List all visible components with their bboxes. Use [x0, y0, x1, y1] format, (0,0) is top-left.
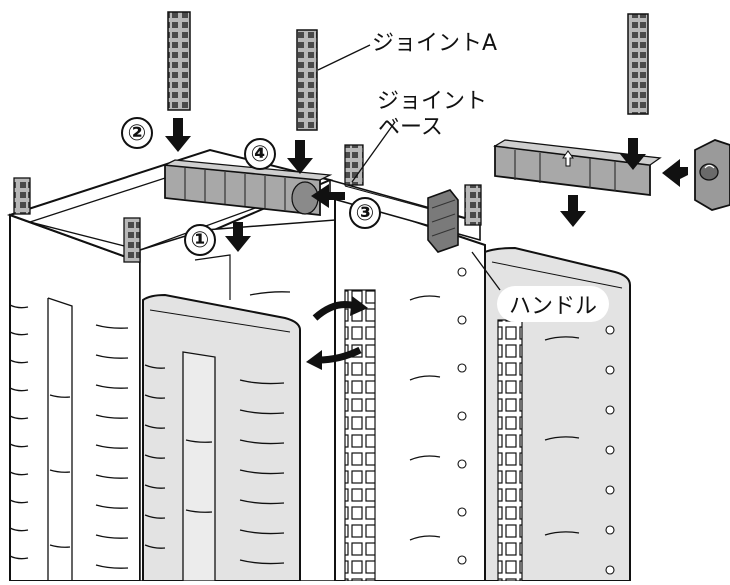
joint-a-top-center [296, 29, 318, 131]
step-marker-2: ② [121, 117, 153, 149]
joint-base-left [162, 159, 333, 217]
handle-on-corner [427, 189, 459, 253]
insertion-arrows [165, 118, 688, 252]
arrow-down-step2 [165, 118, 191, 152]
handle-part [694, 139, 730, 211]
joint-a-top-right [627, 13, 649, 115]
arrow-down-step1 [225, 222, 251, 252]
arrow-down-right [620, 138, 646, 170]
front-left-shaded-panel [142, 293, 301, 582]
step-marker-3: ③ [349, 197, 381, 229]
panel-slit-marks [9, 304, 129, 569]
label-handle: ハンドル [497, 286, 610, 322]
label-joint-base-line2: ベース [378, 115, 443, 140]
arrow-left-handle [662, 159, 688, 187]
joint-a-top-left [167, 11, 191, 111]
arrow-down-step4 [287, 140, 313, 174]
label-joint-a: ジョイントA [372, 31, 498, 56]
step-marker-4: ④ [244, 138, 276, 170]
corner-posts [13, 144, 482, 263]
arrow-left-step3 [311, 184, 345, 208]
joint-base-right [493, 139, 662, 197]
rotation-arrow-heads [306, 296, 368, 370]
center-rear-panel [334, 193, 486, 582]
step-marker-1: ① [184, 224, 216, 256]
leader-lines [317, 44, 501, 291]
arrow-down-right-base [560, 195, 586, 227]
label-joint-base-line1: ジョイント [377, 89, 488, 114]
